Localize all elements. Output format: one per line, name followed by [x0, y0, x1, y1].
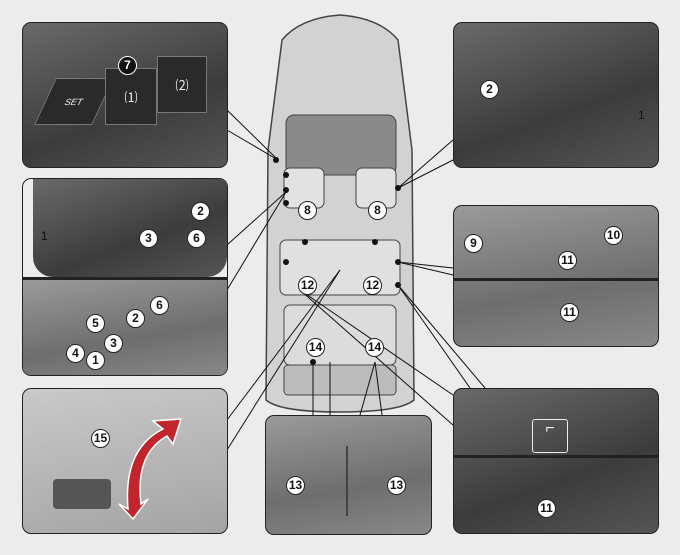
callout-11-upper: 11: [558, 251, 577, 270]
callout-3: 3: [139, 229, 158, 248]
armrest[interactable]: [53, 479, 111, 509]
callout-9: 9: [464, 234, 483, 253]
seat-fold-icon[interactable]: ⌐: [532, 419, 568, 453]
callout-8-right: 8: [368, 201, 387, 220]
callout-2-switch[interactable]: 2: [126, 309, 145, 328]
cargo-area-panel: 13 13: [265, 415, 432, 535]
callout-13-right: 13: [387, 476, 406, 495]
driver-seat-panel: 2 1 3 6 5 2 6 3 4 1: [22, 178, 228, 376]
callout-6-switch[interactable]: 6: [150, 296, 169, 315]
callout-14-left: 14: [306, 338, 325, 357]
callout-1-passenger: 1: [638, 108, 645, 122]
seat-switch-area: [23, 280, 227, 375]
callout-1-switch[interactable]: 1: [86, 351, 105, 370]
connector-lines: [226, 109, 486, 451]
callout-2-passenger: 2: [480, 80, 499, 99]
set-button[interactable]: SET: [34, 78, 114, 125]
callout-1: 1: [41, 229, 48, 243]
seat-memory-2-icon: ⑵: [175, 78, 189, 93]
passenger-seat-panel: 2 1: [453, 22, 659, 168]
callout-12-right: 12: [363, 276, 382, 295]
seat-memory-1-icon: ⑴: [124, 90, 138, 105]
armrest-panel: 15: [22, 388, 228, 534]
callout-8-left: 8: [298, 201, 317, 220]
third-row-switch-panel: ⌐ 11: [453, 388, 659, 534]
seat-cushion: [33, 179, 227, 277]
callout-5[interactable]: 5: [86, 314, 105, 333]
callout-13-left: 13: [286, 476, 305, 495]
callout-2: 2: [191, 202, 210, 221]
set-label: SET: [62, 96, 86, 107]
callout-10: 10: [604, 226, 623, 245]
fold-arrow-icon: [118, 418, 183, 521]
memory-buttons-panel: SET ⑴ ⑵ 7: [22, 22, 228, 168]
callout-7: 7: [118, 56, 137, 75]
callout-15: 15: [91, 429, 110, 448]
callout-4[interactable]: 4: [66, 344, 85, 363]
callout-6: 6: [187, 229, 206, 248]
callout-12-left: 12: [298, 276, 317, 295]
memory-1-button[interactable]: ⑴: [105, 68, 157, 125]
callout-3-switch[interactable]: 3: [104, 334, 123, 353]
callout-11-lower: 11: [560, 303, 579, 322]
callout-14-right: 14: [365, 338, 384, 357]
memory-2-button[interactable]: ⑵: [157, 56, 207, 113]
second-row-seat-panel: 9 10 11 11: [453, 205, 659, 347]
location-dots: [273, 157, 401, 365]
callout-11-bottom: 11: [537, 499, 556, 518]
